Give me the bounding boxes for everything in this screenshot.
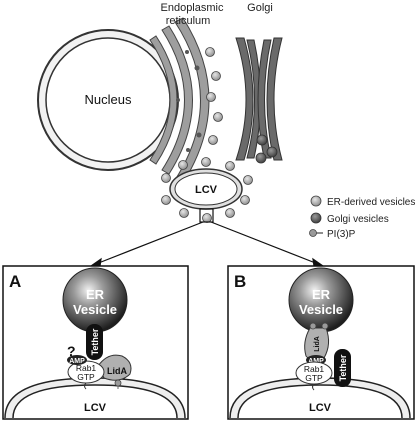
legend-golgi-vesicle-swatch bbox=[310, 212, 322, 224]
panel-a-pi3p bbox=[114, 379, 122, 389]
golgi-label: Golgi bbox=[247, 2, 273, 14]
panel-b-pi3p bbox=[309, 322, 329, 330]
panel-a-tether bbox=[86, 324, 103, 360]
er-ribosomes bbox=[176, 50, 202, 152]
panel-b-letter: B bbox=[234, 272, 246, 291]
panel-b-rab1-line2: GTP bbox=[305, 373, 323, 383]
panel-a-lida bbox=[97, 354, 132, 381]
panel-b-tether bbox=[334, 349, 351, 387]
er-vesicles-free bbox=[205, 47, 223, 145]
endoplasmic-reticulum bbox=[149, 17, 210, 184]
lcv-surrounding-vesicles bbox=[161, 157, 253, 223]
panel-b-lcv-label: LCV bbox=[309, 402, 332, 414]
panel-b-amp-label: AMP bbox=[308, 358, 324, 365]
lcv-top-label: LCV bbox=[195, 184, 218, 196]
panel-b-vesicle-line1: ER bbox=[312, 287, 331, 302]
panel-a-lcv-label: LCV bbox=[84, 402, 107, 414]
er-label-line2: reticulum bbox=[166, 15, 211, 27]
zoom-box bbox=[199, 208, 214, 223]
panel-b: B LCV ER Vesicle LidA AMP Rab1 GTP Tethe… bbox=[227, 265, 415, 420]
panel-a-rab1-line2: GTP bbox=[77, 372, 95, 382]
panel-a-amp bbox=[67, 355, 87, 365]
legend-golgi-vesicles-label: Golgi vesicles bbox=[327, 214, 389, 225]
golgi bbox=[235, 37, 283, 161]
legend-er-vesicles-label: ER-derived vesicles bbox=[327, 197, 415, 208]
legend-pi3p-label: PI(3)P bbox=[327, 229, 356, 240]
legend-pi3p-swatch bbox=[309, 229, 317, 237]
panel-a-vesicle-line1: ER bbox=[86, 287, 105, 302]
lcv-top: LCV bbox=[169, 168, 243, 210]
panel-a-lida-label: LidA bbox=[107, 366, 127, 376]
panel-b-rab1-line1: Rab1 bbox=[304, 364, 325, 374]
er-label-line1: Endoplasmic bbox=[161, 2, 224, 14]
golgi-vesicles-top bbox=[255, 134, 278, 164]
panel-a-amp-label: AMP bbox=[69, 358, 85, 365]
panel-b-lida-label: LidA bbox=[314, 336, 321, 352]
panel-a-tether-label: Tether bbox=[90, 328, 100, 355]
panel-a-letter: A bbox=[9, 272, 21, 291]
panel-a: A LCV ER Vesicle Tether ? LidA Rab1 GTP … bbox=[2, 265, 189, 420]
panel-b-tether-label: Tether bbox=[338, 354, 348, 381]
legend: ER-derived vesicles Golgi vesicles PI(3)… bbox=[309, 195, 415, 240]
panel-a-vesicle-line2: Vesicle bbox=[73, 302, 117, 317]
legend-er-vesicle-swatch bbox=[310, 195, 322, 207]
zoom-arrows bbox=[89, 221, 325, 267]
panel-a-rab1-line1: Rab1 bbox=[76, 363, 97, 373]
nucleus-label: Nucleus bbox=[85, 92, 132, 107]
panel-a-question-mark: ? bbox=[67, 343, 76, 359]
panel-b-vesicle-line2: Vesicle bbox=[299, 302, 343, 317]
